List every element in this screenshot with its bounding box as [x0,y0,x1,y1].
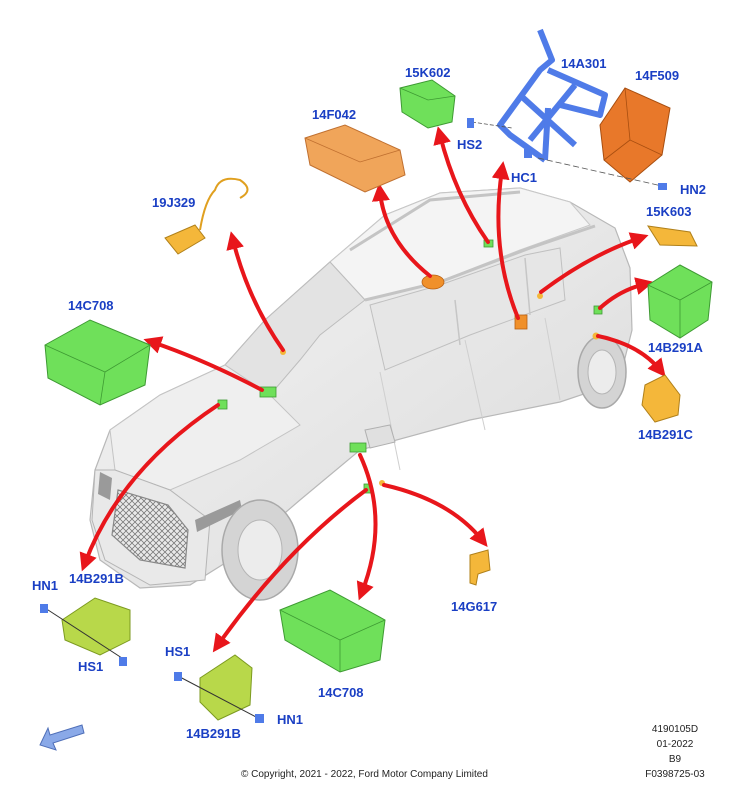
module-14B291B-bottom [174,654,264,723]
label-HC1: HC1 [511,170,538,185]
arrow-to-14B291C [596,334,666,378]
arrow-to-15K603 [539,232,649,294]
arrow-to-14B291B-left [79,403,220,572]
revision-date: 01-2022 [656,739,694,750]
arrow-to-14F042 [371,183,432,278]
label-HN1-left: HN1 [32,578,59,593]
label-HS1-bottom: HS1 [165,644,191,659]
arrow-to-14G617 [382,483,488,548]
module-14F509 [599,87,671,183]
front-direction-arrow-icon [39,724,85,751]
arrow-to-14B291A [598,277,654,310]
module-14G617 [469,549,491,586]
module-14F042 [304,124,406,193]
module-14B291C [641,374,681,423]
copyright-notice: © Copyright, 2021 - 2022, Ford Motor Com… [241,769,488,780]
label-HS1-left: HS1 [78,659,104,674]
revision-code: B9 [668,754,682,765]
label-15K602: 15K602 [405,65,451,80]
arrow-to-14C708-top [143,336,264,392]
arrow-to-14C708-bottom [356,453,378,601]
arrow-to-14B291B-bottom [212,488,368,653]
module-14C708-top [44,319,151,406]
label-HN2: HN2 [680,182,707,197]
label-14C708-bottom: 14C708 [318,685,364,700]
vehicle-illustration [89,187,633,601]
label-HS2: HS2 [457,137,483,152]
label-14A301: 14A301 [561,56,607,71]
location-arrows [79,126,666,653]
fastener-hardware-top [467,118,667,190]
module-14B291A [647,264,713,339]
bracket-14A301 [497,28,608,163]
label-14F042: 14F042 [312,107,357,122]
reference-number: 4190105D [651,724,699,735]
module-14B291B-left [40,597,131,666]
label-HN1-bottom: HN1 [277,712,304,727]
label-15K603: 15K603 [646,204,692,219]
label-14G617: 14G617 [451,599,498,614]
label-14B291C: 14B291C [638,427,693,442]
arrow-to-14A301 [491,161,520,320]
arrow-to-19J329 [226,231,285,352]
module-14C708-bottom [279,589,386,673]
arrow-to-15K602 [433,126,490,244]
label-14B291B-left: 14B291B [69,571,124,586]
figure-id: F0398725-03 [645,769,705,780]
label-14B291A: 14B291A [648,340,703,355]
label-14F509: 14F509 [635,68,680,83]
module-15K602 [399,79,456,129]
label-14C708-top: 14C708 [68,298,114,313]
harness-19J329 [164,177,249,255]
label-14B291B-bottom: 14B291B [186,726,241,741]
module-15K603 [646,225,698,247]
label-19J329: 19J329 [152,195,196,210]
